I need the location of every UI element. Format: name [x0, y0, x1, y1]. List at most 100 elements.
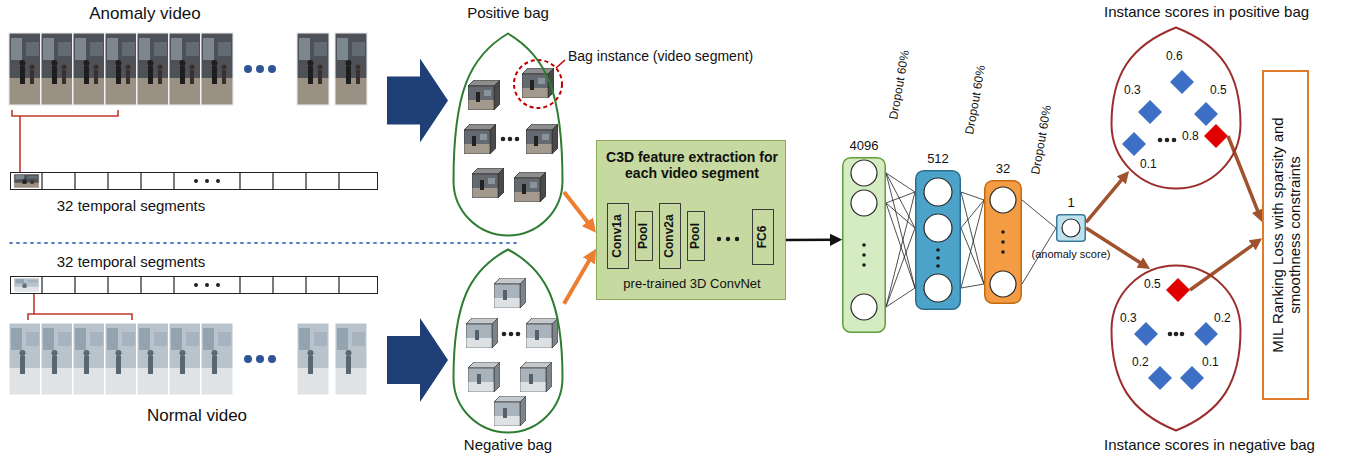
layer-block: Conv2a: [659, 203, 681, 269]
layer-block-text: Conv1a: [611, 214, 625, 257]
positive-bag-segments: [468, 80, 500, 110]
fc-layer: 4096: [842, 157, 886, 333]
dropout-label: Dropout 60%: [1029, 104, 1055, 175]
bag-drop-outline: [452, 32, 564, 237]
layer-block: Pool: [635, 211, 653, 261]
separator-dotted-line: [10, 242, 520, 244]
fc-layer-outline: [862, 253, 866, 257]
segment-bar: 32 temporal segments: [10, 276, 378, 294]
anomaly-video-frames: [104, 32, 138, 106]
negative-bag-segments: [526, 318, 558, 348]
fc-layer-outline: [842, 157, 886, 333]
segment-thumbnails: [216, 179, 220, 183]
positive-bag-segments: [515, 137, 520, 142]
score-drop-outline: [1112, 266, 1241, 431]
negative-bag-segments: [516, 332, 521, 337]
feature-extractor-box-outline: [726, 237, 730, 241]
feed-arrow: [564, 255, 592, 304]
positive-bag-segments: [472, 168, 504, 198]
score-drop-outline: [1112, 28, 1241, 189]
segment-bracket: [19, 116, 21, 172]
segment-thumbnails: [13, 278, 40, 292]
score-drop-text: 0.1: [1202, 356, 1219, 370]
segment-cells: [140, 276, 141, 294]
negative-bag-segments: [509, 332, 514, 337]
segment-cells: [41, 172, 42, 190]
fc-layer-outline: [924, 178, 952, 206]
anomaly-video-frames: [296, 32, 330, 106]
bag-drop: Negative bag: [452, 248, 564, 434]
fc-layer-outline: [924, 274, 952, 302]
anomaly-video-frames: [244, 65, 252, 73]
feature-extractor-box-outline: [717, 237, 721, 241]
normal-video-frames: [136, 322, 170, 396]
feed-arrow: [564, 192, 592, 227]
loss-arrow: [1190, 242, 1257, 290]
segment-cells: [272, 172, 273, 190]
segment-bracket: [33, 294, 35, 314]
segment-cells: [338, 276, 339, 294]
dense-connections: [1022, 200, 1056, 284]
fc-layer-outline: [843, 158, 886, 333]
dropout-label: Dropout 60%: [963, 64, 989, 135]
video-filmstrip: Normal video: [5, 320, 383, 400]
segment-cells: [338, 172, 339, 190]
fc-layer-outline: [851, 190, 877, 216]
segment-thumbnails: [194, 179, 198, 183]
positive-bag-segments: [508, 137, 513, 142]
fc-layer-outline: [1001, 240, 1005, 244]
segment-bar-text: 32 temporal segments: [11, 253, 251, 270]
video-filmstrip-text: Anomaly video: [45, 4, 245, 24]
score-drop: 0.50.30.20.20.1Instance scores in negati…: [1110, 264, 1242, 432]
feature-extractor-box-text: C3D feature extraction for each video se…: [605, 149, 779, 181]
segment-bracket: [28, 314, 132, 320]
fc-layer-outline: [936, 264, 940, 268]
positive-bag-segments: [526, 124, 558, 154]
segment-thumbnails: [13, 174, 220, 292]
fc-layer-outline: [916, 171, 961, 310]
normal-video-frames: [168, 322, 202, 396]
score-unit-outline: [1057, 215, 1086, 242]
anomaly-video-frames: [72, 32, 106, 106]
bag-drop-outline: [452, 248, 564, 434]
segment-cells: [305, 276, 306, 294]
instance-diamonds: [1194, 322, 1218, 346]
segment-bracket: [12, 110, 118, 116]
segment-cells: [239, 276, 240, 294]
layer-block: Pool: [687, 211, 705, 261]
score-drop-text: 0.5: [1144, 278, 1161, 292]
score-arrow: [1086, 228, 1145, 266]
anomaly-video-frames: [8, 32, 368, 106]
segment-cells: [173, 172, 174, 190]
negative-bag-segments: [468, 362, 500, 392]
feature-extractor-box: C3D feature extraction for each video se…: [596, 140, 786, 300]
normal-video-frames: [72, 322, 106, 396]
instance-diamonds: [1165, 138, 1170, 143]
segment-cells: [239, 172, 240, 190]
instance-diamonds: [1204, 124, 1228, 148]
score-drop-text: 0.1: [1140, 158, 1157, 172]
instance-diamonds: [1194, 102, 1218, 126]
normal-video-frames: [244, 355, 252, 363]
score-drop-text: 0.2: [1214, 312, 1231, 326]
score-drop-text: 0.2: [1132, 356, 1149, 370]
instance-diamonds: [1122, 70, 1228, 390]
feature-arrow: [786, 239, 836, 242]
anomaly-video-frames: [8, 32, 42, 106]
fc-layer-outline: [924, 214, 952, 242]
score-drop-text: 0.5: [1210, 84, 1227, 98]
segment-thumbnails: [205, 283, 209, 287]
fc-layer-text: 512: [906, 152, 970, 167]
negative-bag-segments: [466, 278, 558, 426]
segment-cells: [41, 276, 42, 294]
loss-box-text: MIL Ranking Loss with sparsity and smoot…: [1268, 115, 1303, 355]
instance-diamonds: [1148, 366, 1172, 390]
segment-cells: [272, 276, 273, 294]
anomaly-video-frames: [40, 32, 74, 106]
bag-drop-text: Positive bag: [448, 4, 568, 21]
fc-layer-outline: [851, 294, 877, 320]
normal-video-frames: [296, 322, 330, 396]
normal-video-frames: [200, 322, 234, 396]
normal-video-frames: [8, 322, 42, 396]
